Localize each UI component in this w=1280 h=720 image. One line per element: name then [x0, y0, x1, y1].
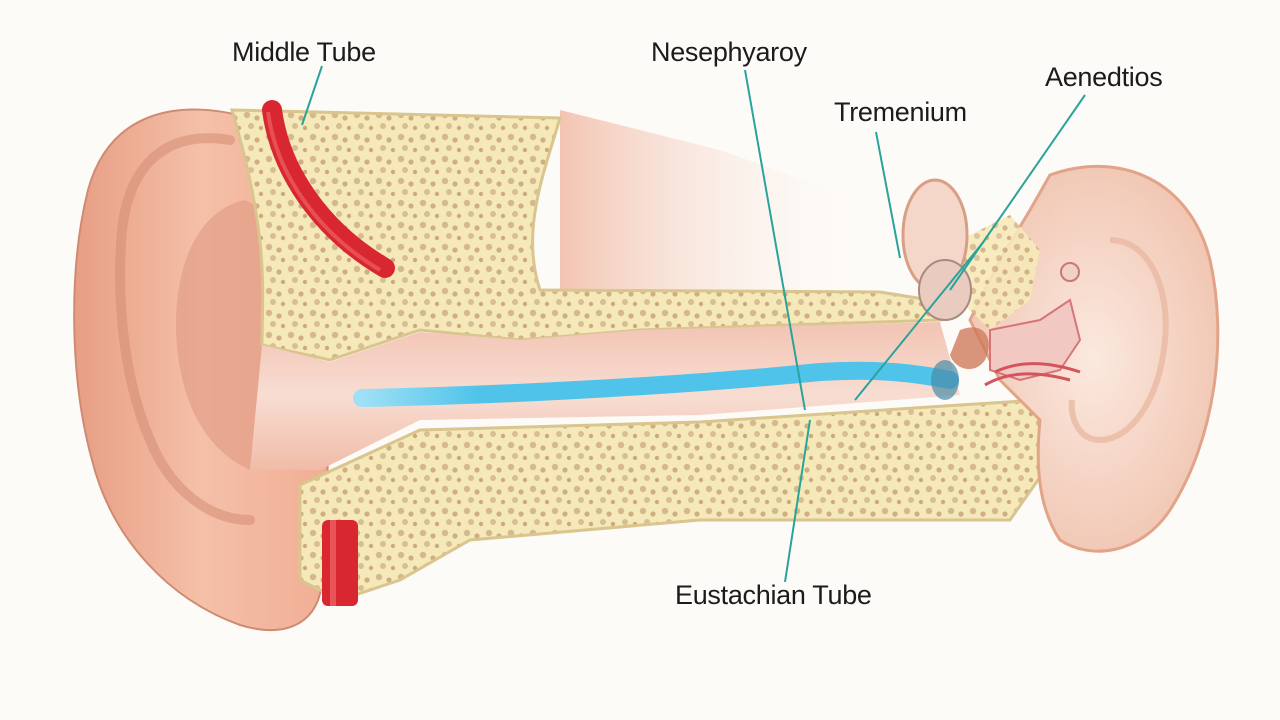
label-eustachian-tube: Eustachian Tube	[675, 580, 872, 610]
leader-lines	[301, 65, 1086, 583]
upper-artery	[262, 100, 395, 278]
leader-line-tremenium	[875, 131, 901, 259]
leader-line-eustachian	[784, 419, 811, 583]
leader-line-aenedtios	[949, 94, 1086, 291]
leader-line-tremenium-2	[854, 239, 986, 401]
eustachian-tube-blue	[353, 361, 959, 407]
inner-ear-bone-pocket	[960, 215, 1040, 330]
leader-line-nasopharynx	[744, 69, 806, 411]
label-aenedtios: Aenedtios	[1045, 62, 1163, 92]
label-nasopharynx: Nesephyaroy	[651, 37, 807, 67]
lower-artery-highlight	[330, 520, 336, 606]
lower-artery	[322, 520, 358, 606]
leader-line-middle-tube	[301, 65, 323, 126]
outer-ear-fold	[115, 133, 255, 525]
tube-opening	[931, 360, 959, 400]
soft-tissue-background	[560, 110, 880, 300]
ossicle-incus	[950, 327, 989, 370]
lower-temporal-bone	[298, 398, 1047, 602]
inner-ear-spiral	[1068, 237, 1169, 444]
oval-window	[1060, 262, 1080, 282]
upper-artery-highlight	[266, 111, 382, 272]
semicircular-vessels	[984, 362, 1081, 387]
label-tremenium: Tremenium	[834, 97, 967, 127]
label-middle-tube: Middle Tube	[232, 37, 376, 67]
